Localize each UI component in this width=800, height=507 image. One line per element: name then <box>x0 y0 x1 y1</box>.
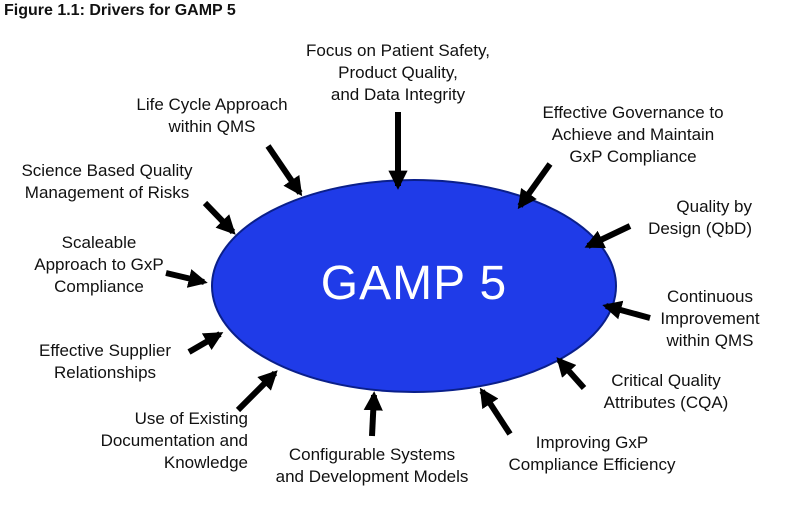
driver-configurable: Configurable Systems and Development Mod… <box>260 444 484 488</box>
driver-line: Product Quality, <box>338 63 458 82</box>
driver-line: Achieve and Maintain <box>551 125 715 144</box>
driver-line: Design (QbD) <box>648 219 752 238</box>
driver-line: Approach to GxP <box>34 255 164 274</box>
driver-line: Science Based Quality <box>21 161 193 180</box>
driver-line: Improving GxP <box>535 433 649 452</box>
arrow-efficiency <box>479 387 513 436</box>
driver-line: GxP Compliance <box>569 147 697 166</box>
driver-existing-docs: Use of Existing Documentation and Knowle… <box>68 408 248 474</box>
arrow-supplier <box>187 331 224 355</box>
driver-governance: Effective Governance to Achieve and Main… <box>520 102 746 168</box>
driver-line: Attributes (CQA) <box>603 393 729 412</box>
driver-line: within QMS <box>666 331 754 350</box>
driver-line: Relationships <box>53 363 157 382</box>
arrow-existing-docs <box>235 370 278 413</box>
driver-line: and Data Integrity <box>330 85 466 104</box>
arrow-life-cycle <box>265 144 303 197</box>
driver-line: Configurable Systems <box>288 445 456 464</box>
driver-line: Life Cycle Approach <box>136 95 288 114</box>
driver-line: Management of Risks <box>24 183 190 202</box>
driver-supplier: Effective Supplier Relationships <box>20 340 190 384</box>
arrow-governance <box>517 162 553 210</box>
gamp-hub-label: GAMP 5 <box>320 257 508 310</box>
arrow-configurable <box>363 391 383 437</box>
driver-line: Compliance <box>54 277 144 296</box>
arrow-scaleable <box>165 269 208 288</box>
driver-line: Continuous <box>666 287 753 306</box>
driver-cqa: Critical Quality Attributes (CQA) <box>580 370 752 414</box>
arrow-science <box>202 200 236 235</box>
arrow-qbd <box>584 223 632 249</box>
driver-line: Scaleable <box>61 233 137 252</box>
driver-line: within QMS <box>168 117 256 136</box>
driver-line: Compliance Efficiency <box>508 455 676 474</box>
driver-line: and Development Models <box>275 467 469 486</box>
figure-title: Figure 1.1: Drivers for GAMP 5 <box>4 2 236 19</box>
gamp-hub-ellipse <box>211 179 617 393</box>
driver-line: Effective Supplier <box>39 341 171 360</box>
driver-line: Quality by <box>676 197 752 216</box>
driver-line: Documentation and <box>100 431 248 450</box>
driver-line: Use of Existing <box>134 409 248 428</box>
driver-qbd: Quality by Design (QbD) <box>620 196 752 240</box>
arrow-continuous <box>602 300 651 321</box>
driver-life-cycle: Life Cycle Approach within QMS <box>122 94 302 138</box>
driver-line: Effective Governance to <box>542 103 724 122</box>
driver-scaleable: Scaleable Approach to GxP Compliance <box>24 232 174 298</box>
driver-line: Focus on Patient Safety, <box>306 41 490 60</box>
driver-science: Science Based Quality Management of Risk… <box>4 160 210 204</box>
driver-patient-safety: Focus on Patient Safety, Product Quality… <box>282 40 514 106</box>
driver-continuous: Continuous Improvement within QMS <box>650 286 770 352</box>
arrow-cqa <box>556 357 587 390</box>
driver-line: Critical Quality <box>611 371 721 390</box>
driver-line: Improvement <box>660 309 760 328</box>
driver-line: Knowledge <box>163 453 248 472</box>
driver-efficiency: Improving GxP Compliance Efficiency <box>492 432 692 476</box>
